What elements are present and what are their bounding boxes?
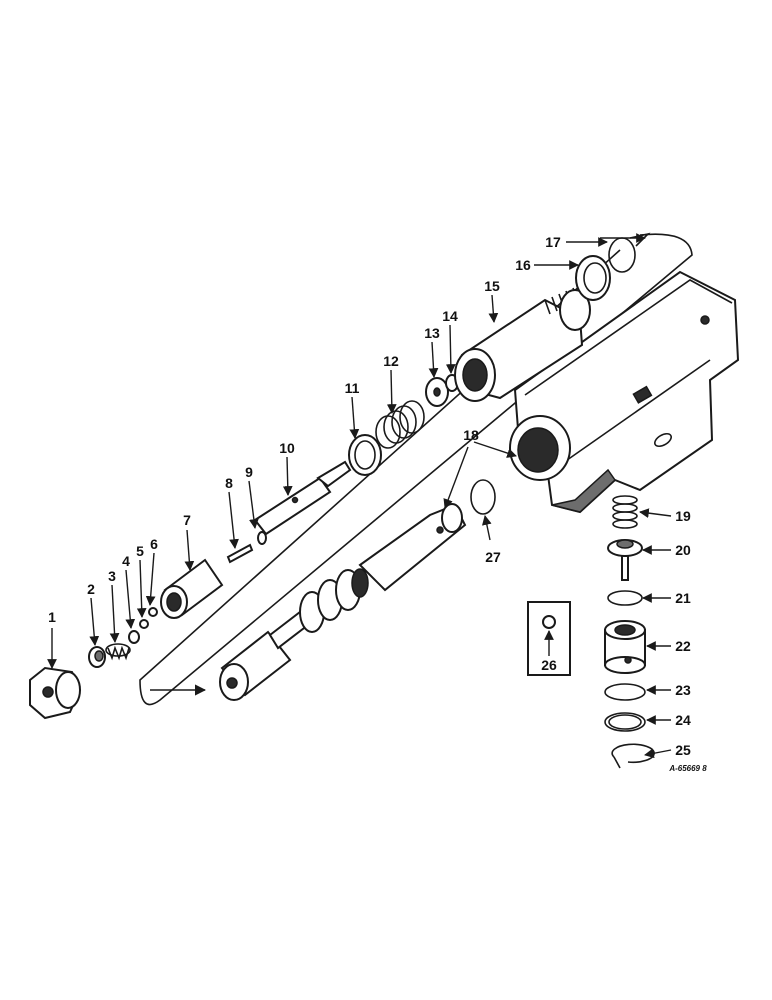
part-2-plug: [88, 646, 106, 668]
callout-23: 23: [675, 682, 691, 698]
callout-9: 9: [245, 464, 253, 480]
part-7-sleeve: [160, 558, 224, 619]
callout-7: 7: [183, 512, 191, 528]
callout-4: 4: [122, 553, 130, 569]
callout-24: 24: [675, 712, 691, 728]
part-25-snap-ring: [611, 743, 655, 769]
callout-22: 22: [675, 638, 691, 654]
callout-5: 5: [136, 543, 144, 559]
part-15-threaded-sleeve: [454, 287, 591, 402]
part-27-o-ring: [470, 479, 496, 515]
part-23-ring: [604, 683, 646, 701]
callout-25: 25: [675, 742, 691, 758]
callout-10: 10: [279, 440, 295, 456]
callout-3: 3: [108, 568, 116, 584]
callout-13: 13: [424, 325, 440, 341]
part-17-o-ring: [608, 237, 636, 273]
callout-16: 16: [515, 257, 531, 273]
part-18-spool: [219, 503, 467, 701]
part-8-pin: [226, 543, 254, 564]
callout-20: 20: [675, 542, 691, 558]
part-21-ring: [607, 590, 643, 606]
callout-15: 15: [484, 278, 500, 294]
part-10-plunger: [253, 460, 352, 536]
callout-labels: 1 2 3 4 5 6 7 8 9 10 11 12 13 14 15 16 1…: [48, 234, 691, 758]
leader-lines: [47, 237, 672, 759]
valve-body: [509, 270, 740, 514]
callout-26: 26: [541, 657, 557, 673]
part-19-spring: [612, 495, 638, 529]
callout-21: 21: [675, 590, 691, 606]
part-5-ball: [139, 619, 149, 629]
callout-19: 19: [675, 508, 691, 524]
part-1-hex-plug: [29, 666, 82, 720]
part-11-ring: [348, 434, 382, 476]
part-22-seat: [604, 620, 646, 674]
part-20-poppet: [607, 539, 643, 581]
part-26-ball-inset: [527, 601, 571, 676]
callout-14: 14: [442, 308, 458, 324]
part-24-ring: [604, 712, 646, 732]
part-4-ring: [128, 630, 140, 644]
part-3-spring: [105, 643, 131, 661]
part-12-spring: [375, 400, 425, 449]
callout-2: 2: [87, 581, 95, 597]
callout-18: 18: [463, 427, 479, 443]
part-6-ball: [148, 607, 158, 617]
callout-17: 17: [545, 234, 561, 250]
part-9-ring: [257, 531, 267, 545]
drawing-reference-number: A-65669 8: [668, 764, 707, 773]
callout-6: 6: [150, 536, 158, 552]
callout-8: 8: [225, 475, 233, 491]
callout-12: 12: [383, 353, 399, 369]
callout-27: 27: [485, 549, 501, 565]
callout-1: 1: [48, 609, 56, 625]
part-13-washer: [425, 377, 449, 407]
part-16-seal: [575, 255, 611, 301]
callout-11: 11: [345, 380, 360, 396]
